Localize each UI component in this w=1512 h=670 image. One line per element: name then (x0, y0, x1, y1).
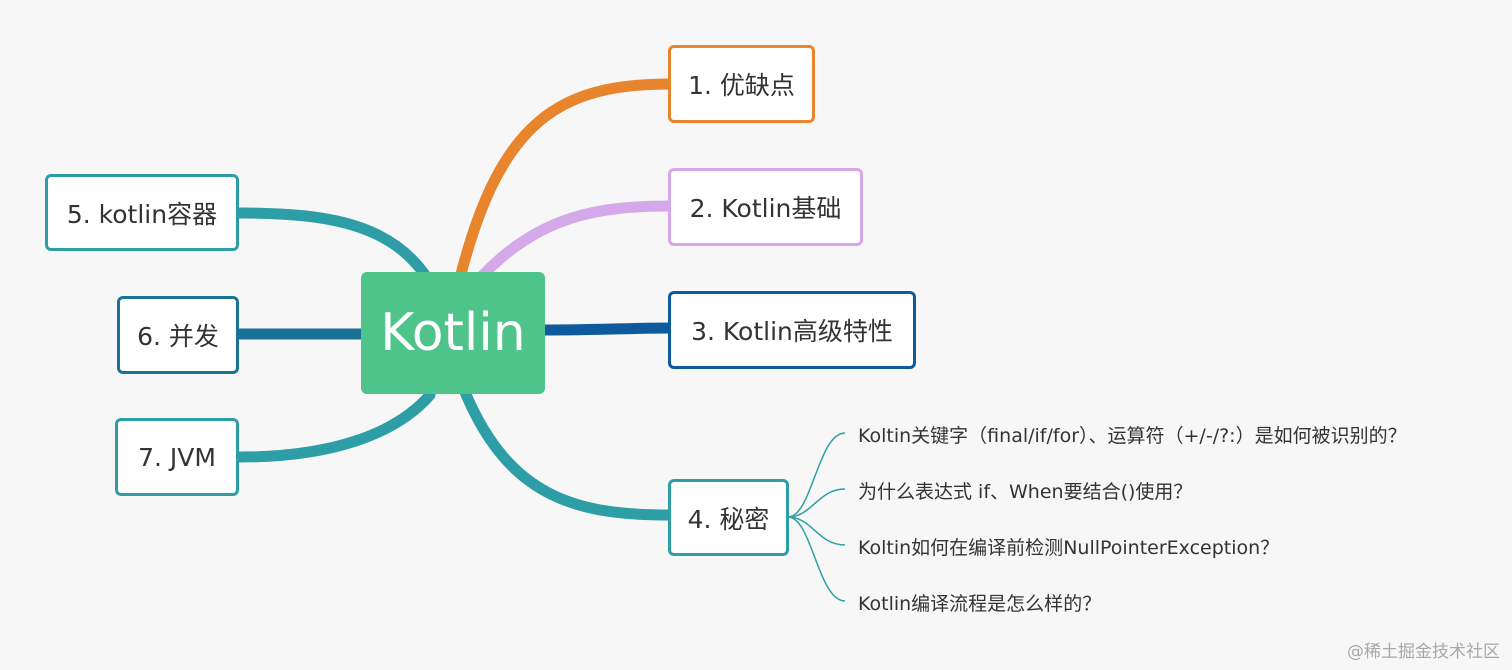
secret-item-if-when[interactable]: 为什么表达式 if、When要结合()使用？ (858, 481, 1193, 503)
branch-label: 5. kotlin容器 (66, 199, 218, 229)
secret-item-null-check[interactable]: Koltin如何在编译前检测NullPointerException？ (858, 537, 1280, 559)
secret-connectors (787, 432, 846, 602)
branch-label: 1. 优缺点 (688, 71, 795, 100)
branch-label: 4. 秘密 (687, 504, 770, 534)
branch-kotlin-basics[interactable]: 2. Kotlin基础 (668, 168, 863, 246)
connector-7 (234, 389, 436, 463)
connector-2 (476, 200, 676, 282)
branch-concurrency[interactable]: 6. 并发 (117, 296, 239, 374)
root-label: Kotlin (380, 303, 526, 363)
connector-3 (539, 322, 676, 336)
watermark: @稀土掘金技术社区 (1347, 642, 1500, 662)
connector-4 (459, 386, 676, 521)
branch-kotlin-advanced-features[interactable]: 3. Kotlin高级特性 (668, 291, 916, 369)
branch-label: 6. 并发 (137, 322, 219, 351)
branch-label: 7. JVM (138, 442, 216, 472)
connector-5 (234, 207, 431, 281)
secret-item-keywords[interactable]: Koltin关键字（final/if/for）、运算符（+/-/?:）是如何被识… (858, 425, 1407, 447)
branch-jvm[interactable]: 7. JVM (115, 418, 239, 496)
branch-label: 2. Kotlin基础 (689, 194, 842, 223)
root-topic-kotlin[interactable]: Kotlin (361, 272, 545, 394)
branch-advantages-disadvantages[interactable]: 1. 优缺点 (668, 45, 815, 123)
branch-kotlin-containers[interactable]: 5. kotlin容器 (45, 174, 239, 251)
branch-label: 3. Kotlin高级特性 (691, 317, 893, 346)
branch-secrets[interactable]: 4. 秘密 (668, 479, 789, 556)
secret-item-compile-flow[interactable]: Kotlin编译流程是怎么样的？ (858, 593, 1102, 615)
connector-1 (454, 78, 676, 284)
